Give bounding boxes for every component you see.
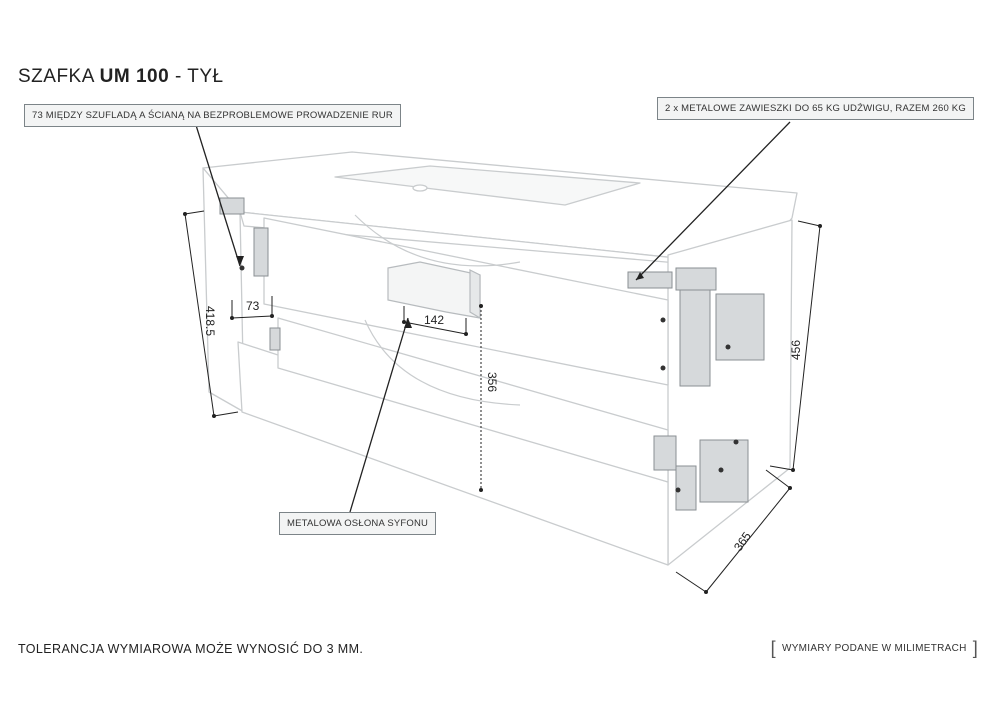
dim-356: 356 xyxy=(485,372,499,392)
bracket-right-icon: ] xyxy=(972,638,978,658)
title-model: UM 100 xyxy=(99,66,170,87)
dim-365: 365 xyxy=(731,529,754,554)
dim-73: 73 xyxy=(246,299,260,313)
callout-gap: 73 MIĘDZY SZUFLADĄ A ŚCIANĄ NA BEZPROBLE… xyxy=(24,104,401,127)
tolerance-note: TOLERANCJA WYMIAROWA MOŻE WYNOSIĆ DO 3 M… xyxy=(18,642,364,656)
dim-456: 456 xyxy=(789,340,803,360)
dim-418-5: 418.5 xyxy=(203,306,217,336)
title-suffix: - TYŁ xyxy=(169,66,224,87)
page-title: SZAFKA UM 100 - TYŁ xyxy=(18,66,224,88)
bracket-left-icon: [ xyxy=(770,638,776,658)
callout-hangers: 2 x METALOWE ZAWIESZKI DO 65 KG UDŹWIGU,… xyxy=(657,97,974,120)
units-note: [ WYMIARY PODANE W MILIMETRACH ] xyxy=(770,638,978,658)
title-prefix: SZAFKA xyxy=(18,66,100,87)
callout-siphon: METALOWA OSŁONA SYFONU xyxy=(279,512,437,535)
units-note-text: WYMIARY PODANE W MILIMETRACH xyxy=(781,642,967,654)
dim-142: 142 xyxy=(424,313,444,327)
